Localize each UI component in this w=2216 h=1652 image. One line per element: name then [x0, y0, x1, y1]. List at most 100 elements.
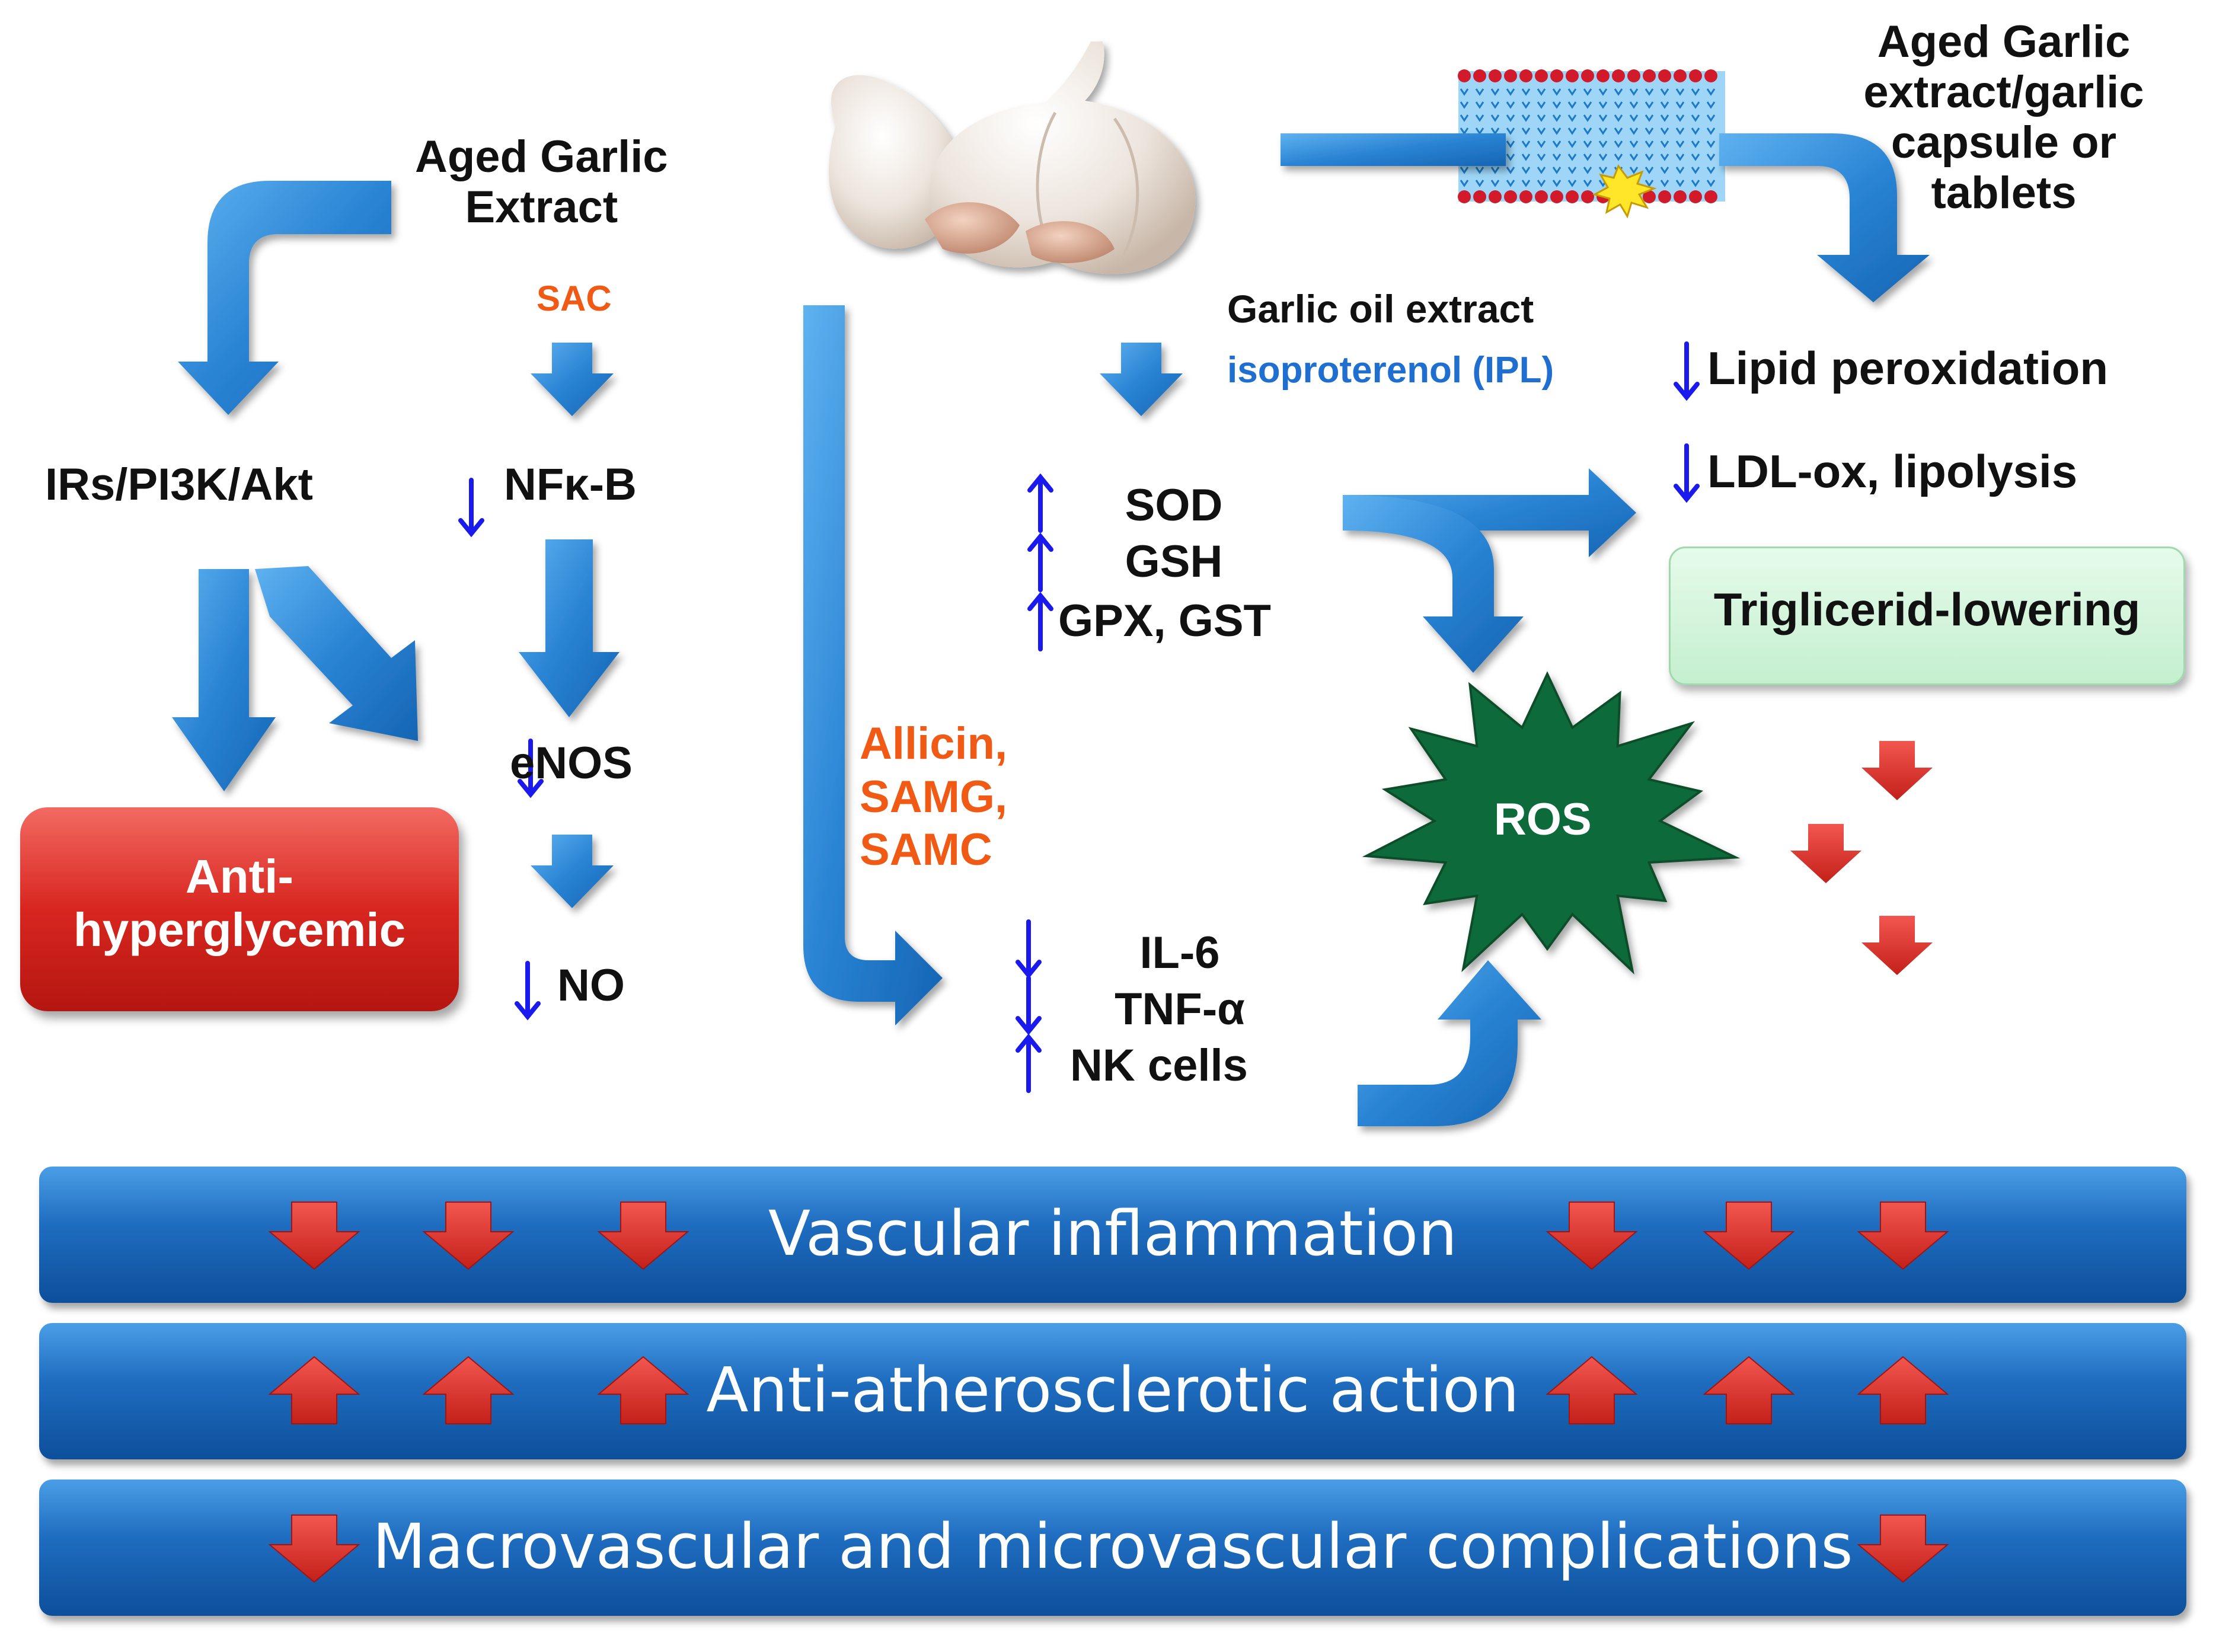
lipid-tail: [1506, 127, 1515, 135]
increase-arrow-icon: [1027, 532, 1053, 592]
lipid-tail: [1475, 101, 1484, 109]
lipid-tail: [1567, 127, 1577, 135]
lipid-tail: [1675, 114, 1685, 122]
small-indicator-arrows: [458, 341, 1700, 1093]
lipid-tail: [1660, 101, 1669, 109]
lipid-tail: [1675, 101, 1685, 109]
lipid-tail: [1460, 88, 1469, 96]
lipid-tail: [1583, 88, 1592, 96]
lipid-tail: [1645, 167, 1654, 174]
lipid-tail: [1645, 154, 1654, 161]
lipid-tail: [1460, 180, 1469, 187]
lipid-head: [1704, 190, 1717, 203]
label-irs-pi3k-akt: IRs/PI3K/Akt: [45, 459, 313, 510]
lipid-tail: [1537, 88, 1546, 96]
lipid-head: [1689, 190, 1702, 203]
lipid-tail: [1567, 167, 1577, 174]
label-ldl-ox-lipolysis: LDL-ox, lipolysis: [1707, 445, 2078, 497]
lipid-tail: [1706, 180, 1716, 187]
arrow-garlic-oil-to-sod: [1100, 343, 1183, 416]
lipid-head: [1489, 69, 1502, 82]
red-down-arrow: [1861, 741, 1933, 800]
lipid-head: [1504, 69, 1517, 82]
lipid-tail: [1537, 180, 1546, 187]
lipid-tail: [1490, 180, 1500, 187]
lipid-tail: [1614, 154, 1623, 161]
arrow-garlic-to-lipid: [1281, 133, 1506, 166]
ros-starburst-icon: [1362, 671, 1741, 974]
arrow-antioxidants-to-ros: [1343, 495, 1524, 673]
label-gpx-gst: GPX, GST: [1058, 596, 1271, 646]
lipid-tail: [1567, 140, 1577, 148]
label-allicin-samg-samc: Allicin, SAMG, SAMC: [860, 718, 1008, 875]
band-label: Anti-atherosclerotic action: [706, 1354, 1519, 1426]
lipid-tail: [1660, 88, 1669, 96]
lipid-tail: [1706, 167, 1716, 174]
lipid-tail: [1521, 140, 1531, 148]
lipid-head: [1674, 190, 1687, 203]
band-label: Vascular inflammation: [768, 1197, 1458, 1270]
red-indicator-arrows: [1790, 741, 1933, 975]
label-nk-cells: NK cells: [1070, 1040, 1248, 1091]
lipid-tail: [1645, 127, 1654, 135]
lipid-head: [1473, 69, 1486, 82]
lipid-head: [1550, 190, 1563, 203]
increase-arrow-icon: [1027, 473, 1053, 533]
lipid-head: [1473, 190, 1486, 203]
label-sac: SAC: [537, 279, 612, 318]
label-aged-garlic-capsule: Aged Garlic extract/garlic capsule or ta…: [1863, 17, 2144, 219]
lipid-head: [1504, 190, 1517, 203]
lipid-head: [1704, 69, 1717, 82]
lipid-tail: [1706, 127, 1716, 135]
lipid-tail: [1506, 140, 1515, 148]
lipid-tail: [1521, 88, 1531, 96]
label-aged-garlic-extract: Aged Garlic Extract: [415, 132, 668, 233]
lipid-tail: [1629, 127, 1639, 135]
lipid-tail: [1521, 114, 1531, 122]
lipid-head: [1519, 69, 1532, 82]
arrow-nfkb-to-enos: [519, 539, 620, 717]
lipid-tail: [1521, 180, 1531, 187]
lipid-tail: [1598, 127, 1608, 135]
lipid-tail: [1567, 114, 1577, 122]
lipid-tail: [1521, 154, 1531, 161]
lipid-tail: [1598, 88, 1608, 96]
lipid-tail: [1629, 154, 1639, 161]
label-anti-hyperglycemic: Anti- hyperglycemic: [73, 850, 406, 956]
lipid-tail: [1583, 140, 1592, 148]
lipid-tail: [1645, 140, 1654, 148]
flow-arrows: [172, 133, 1930, 1126]
lipid-tail: [1490, 88, 1500, 96]
lipid-tail: [1706, 88, 1716, 96]
lipid-tail: [1629, 167, 1639, 174]
lipid-head: [1458, 69, 1471, 82]
lipid-tail: [1660, 180, 1669, 187]
lipid-tail: [1691, 101, 1700, 109]
lipid-tail: [1506, 180, 1515, 187]
label-tnf-alpha: TNF-α: [1115, 984, 1245, 1034]
label-il6: IL-6: [1139, 928, 1220, 978]
lipid-tail: [1691, 127, 1700, 135]
decrease-arrow-icon: [1674, 443, 1700, 503]
lipid-tail: [1583, 101, 1592, 109]
label-gsh: GSH: [1125, 536, 1223, 587]
band-vascular-inflammation: Vascular inflammation: [39, 1167, 2186, 1303]
lipid-tail: [1521, 167, 1531, 174]
lipid-tail: [1475, 114, 1484, 122]
lipid-tail: [1506, 154, 1515, 161]
lipid-tail: [1645, 114, 1654, 122]
lipid-tail: [1598, 101, 1608, 109]
lipid-tail: [1629, 101, 1639, 109]
band-anti-atherosclerotic: Anti-atherosclerotic action: [39, 1323, 2186, 1459]
lipid-tail: [1583, 180, 1592, 187]
lipid-tail: [1552, 127, 1562, 135]
lipid-tail: [1691, 88, 1700, 96]
lipid-tail: [1614, 88, 1623, 96]
label-ros: ROS: [1494, 794, 1592, 845]
increase-arrow-icon: [1027, 592, 1053, 651]
lipid-tail: [1506, 167, 1515, 174]
lipid-head: [1535, 69, 1548, 82]
lipid-tail: [1614, 101, 1623, 109]
lipid-tail: [1537, 127, 1546, 135]
